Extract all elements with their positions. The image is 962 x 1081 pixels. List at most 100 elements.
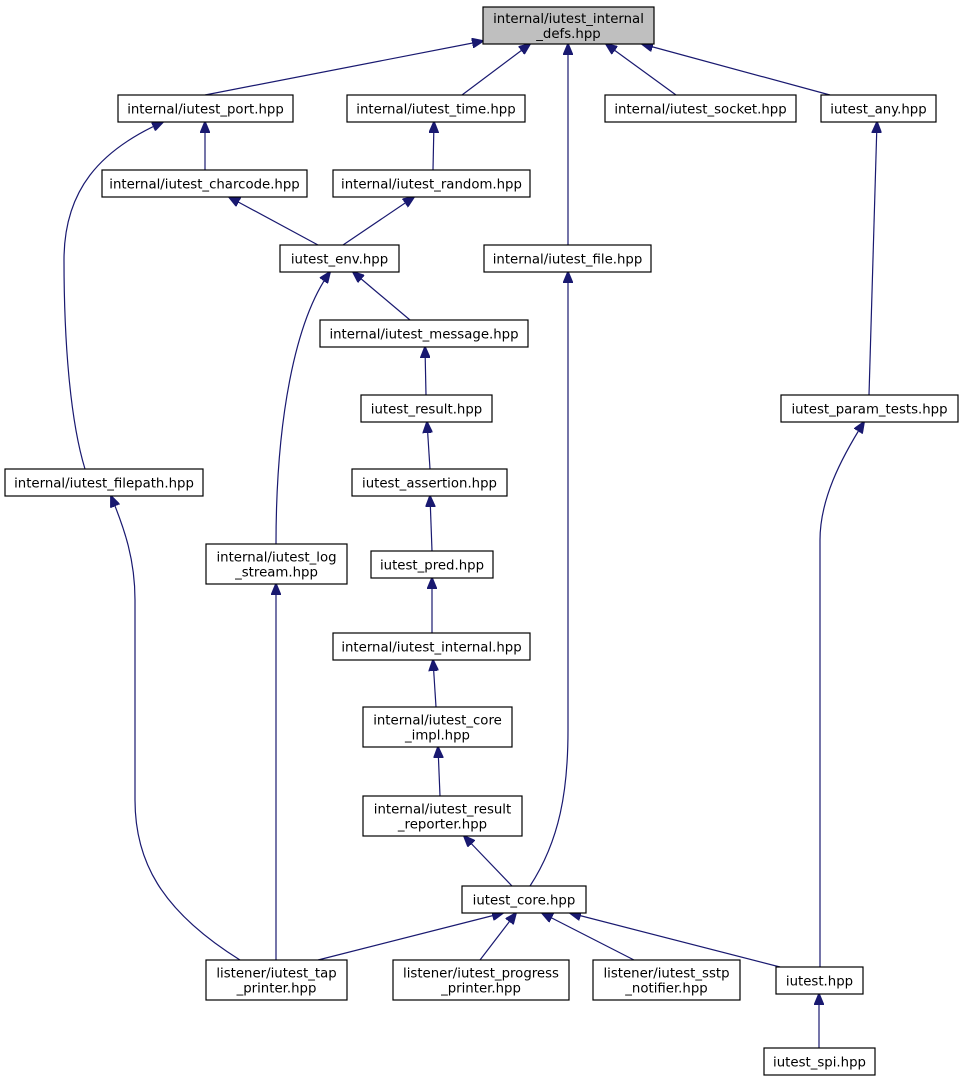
- edge-progress-printer-to-core: [479, 913, 516, 961]
- node-label: listener/iutest_tap: [216, 967, 336, 982]
- node-box: [763, 1047, 876, 1076]
- node-label: _impl.hpp: [404, 729, 470, 744]
- edge-core-to-file: [529, 272, 568, 887]
- edge-sstp-notifier-to-core: [542, 913, 635, 961]
- node-core-impl[interactable]: internal/iutest_core_impl.hpp: [362, 706, 513, 748]
- node-label: _reporter.hpp: [397, 818, 487, 833]
- node-box: [360, 394, 493, 423]
- node-any[interactable]: iutest_any.hpp: [820, 94, 937, 123]
- node-box: [205, 959, 348, 1001]
- node-label: iutest_result.hpp: [371, 403, 482, 418]
- node-label: internal/iutest_file.hpp: [493, 253, 643, 268]
- node-label: internal/iutest_message.hpp: [329, 328, 518, 343]
- node-label: iutest_env.hpp: [291, 253, 388, 268]
- node-label: _printer.hpp: [236, 982, 317, 997]
- node-internal[interactable]: internal/iutest_internal.hpp: [332, 632, 531, 661]
- node-label: iutest_pred.hpp: [380, 559, 484, 574]
- node-label: listener/iutest_sstp: [603, 967, 729, 982]
- edges-layer: [63, 41, 877, 1048]
- edge-time-to-defs: [461, 44, 530, 96]
- edge-log-stream-to-env: [275, 272, 330, 545]
- node-label: internal/iutest_internal.hpp: [341, 641, 521, 656]
- node-box: [319, 319, 529, 348]
- node-sstp-notifier[interactable]: listener/iutest_sstp_notifier.hpp: [592, 959, 741, 1001]
- node-label: internal/iutest_port.hpp: [127, 103, 284, 118]
- node-progress-printer[interactable]: listener/iutest_progress_printer.hpp: [392, 959, 570, 1001]
- edge-iutest-to-core: [570, 913, 781, 968]
- node-box: [483, 244, 652, 273]
- edge-env-to-random: [342, 197, 414, 246]
- edge-any-to-defs: [642, 44, 831, 96]
- node-box: [346, 94, 526, 123]
- edge-pred-to-assertion: [430, 496, 432, 552]
- node-label: _printer.hpp: [440, 982, 521, 997]
- edge-message-to-env: [353, 272, 411, 321]
- node-param-tests[interactable]: iutest_param_tests.hpp: [780, 394, 959, 423]
- node-result-reporter[interactable]: internal/iutest_result_reporter.hpp: [362, 795, 523, 837]
- node-log-stream[interactable]: internal/iutest_log_stream.hpp: [205, 543, 348, 585]
- node-label: internal/iutest_internal: [493, 12, 644, 27]
- node-charcode[interactable]: internal/iutest_charcode.hpp: [101, 169, 308, 198]
- edge-assertion-to-result: [427, 422, 430, 470]
- node-filepath[interactable]: internal/iutest_filepath.hpp: [4, 468, 204, 497]
- edge-param-tests-to-any: [868, 122, 877, 396]
- node-socket[interactable]: internal/iutest_socket.hpp: [604, 94, 797, 123]
- node-box: [117, 94, 294, 123]
- node-label: iutest.hpp: [786, 975, 853, 990]
- node-message[interactable]: internal/iutest_message.hpp: [319, 319, 529, 348]
- node-result[interactable]: iutest_result.hpp: [360, 394, 493, 423]
- node-label: internal/iutest_filepath.hpp: [14, 477, 194, 492]
- node-label: internal/iutest_charcode.hpp: [109, 178, 299, 193]
- node-box: [392, 959, 570, 1001]
- node-random[interactable]: internal/iutest_random.hpp: [332, 169, 531, 198]
- node-pred[interactable]: iutest_pred.hpp: [370, 550, 494, 579]
- edge-env-to-charcode: [229, 197, 319, 246]
- edge-core-to-result-reporter: [464, 836, 513, 887]
- node-label: internal/iutest_result: [374, 803, 511, 818]
- node-file[interactable]: internal/iutest_file.hpp: [483, 244, 652, 273]
- node-label: iutest_core.hpp: [473, 894, 576, 909]
- node-label: _defs.hpp: [535, 27, 600, 42]
- node-assertion[interactable]: iutest_assertion.hpp: [351, 468, 508, 497]
- node-label: iutest_any.hpp: [830, 103, 926, 118]
- node-label: internal/iutest_time.hpp: [356, 103, 515, 118]
- node-label: internal/iutest_socket.hpp: [614, 103, 786, 118]
- node-box: [482, 6, 655, 45]
- edge-iutest-to-param-tests: [819, 422, 864, 967]
- edge-filepath-to-port: [63, 122, 163, 470]
- edge-tap-printer-to-core: [317, 913, 503, 961]
- edge-port-to-defs: [204, 41, 483, 96]
- node-label: iutest_assertion.hpp: [362, 477, 497, 492]
- node-defs[interactable]: internal/iutest_internal_defs.hpp: [482, 6, 655, 45]
- node-box: [101, 169, 308, 198]
- node-port[interactable]: internal/iutest_port.hpp: [117, 94, 294, 123]
- node-core[interactable]: iutest_core.hpp: [461, 885, 587, 914]
- node-time[interactable]: internal/iutest_time.hpp: [346, 94, 526, 123]
- node-env[interactable]: iutest_env.hpp: [279, 244, 400, 273]
- edge-core-impl-to-internal: [433, 660, 436, 708]
- node-iutest[interactable]: iutest.hpp: [775, 966, 864, 995]
- node-spi[interactable]: iutest_spi.hpp: [763, 1047, 876, 1076]
- node-box: [604, 94, 797, 123]
- node-label: internal/iutest_core: [373, 714, 502, 729]
- node-box: [775, 966, 864, 995]
- node-label: iutest_param_tests.hpp: [791, 403, 947, 418]
- node-tap-printer[interactable]: listener/iutest_tap_printer.hpp: [205, 959, 348, 1001]
- node-box: [370, 550, 494, 579]
- node-box: [461, 885, 587, 914]
- node-label: iutest_spi.hpp: [773, 1056, 866, 1071]
- node-box: [362, 795, 523, 837]
- edge-socket-to-defs: [606, 44, 677, 96]
- node-box: [332, 632, 531, 661]
- edge-tap-printer-to-filepath: [111, 496, 241, 961]
- node-label: _notifier.hpp: [624, 982, 707, 997]
- node-box: [279, 244, 400, 273]
- node-label: internal/iutest_log: [216, 551, 336, 566]
- node-box: [362, 706, 513, 748]
- node-box: [592, 959, 741, 1001]
- node-box: [780, 394, 959, 423]
- edge-random-to-time: [433, 122, 434, 171]
- nodes-layer: internal/iutest_internal_defs.hppinterna…: [4, 6, 959, 1076]
- node-box: [4, 468, 204, 497]
- node-box: [205, 543, 348, 585]
